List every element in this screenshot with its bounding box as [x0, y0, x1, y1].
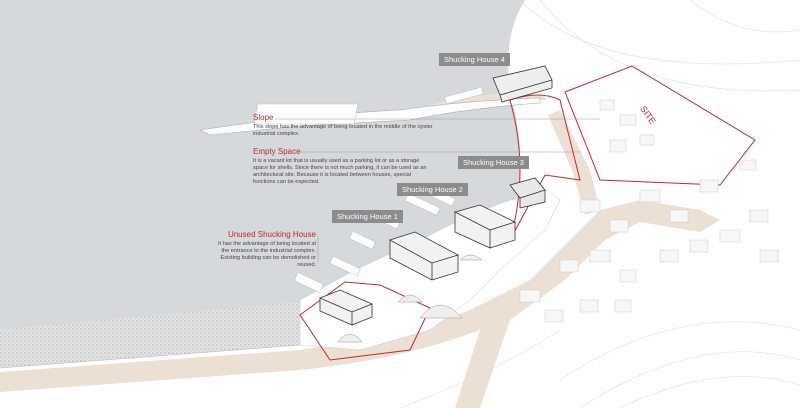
shell-piles [337, 254, 483, 343]
note-empty-space: Empty Space It is a vacant lot that is u… [253, 147, 433, 186]
shucking-house-4 [492, 65, 553, 103]
note-body: It has the advantage of being located at… [218, 241, 316, 268]
tag-shucking-house-1: Shucking House 1 [332, 210, 403, 223]
shucking-house-2 [453, 204, 517, 249]
shucking-house-3 [509, 177, 546, 209]
tag-shucking-house-3: Shucking House 3 [458, 156, 529, 169]
note-title: Slope [253, 113, 274, 122]
village [519, 99, 779, 323]
unused-zone [299, 281, 431, 361]
note-slope: Slope This slope has the advantage of be… [253, 113, 433, 138]
site-zone [564, 65, 756, 186]
leader-lines [275, 118, 600, 262]
buildings [318, 65, 553, 326]
beach [0, 300, 330, 368]
note-title: Empty Space [253, 147, 301, 156]
note-body: This slope has the advantage of being lo… [253, 124, 433, 137]
note-body: It is a vacant lot that is usually used … [253, 158, 427, 185]
note-unused-shucking-house: Unused Shucking House It has the advanta… [212, 230, 316, 269]
tag-shucking-house-2: Shucking House 2 [397, 183, 468, 196]
note-title: Unused Shucking House [227, 230, 316, 239]
shucking-house-1 [388, 231, 460, 281]
tag-shucking-house-4: Shucking House 4 [439, 53, 510, 66]
unused-shucking-house [318, 289, 374, 326]
